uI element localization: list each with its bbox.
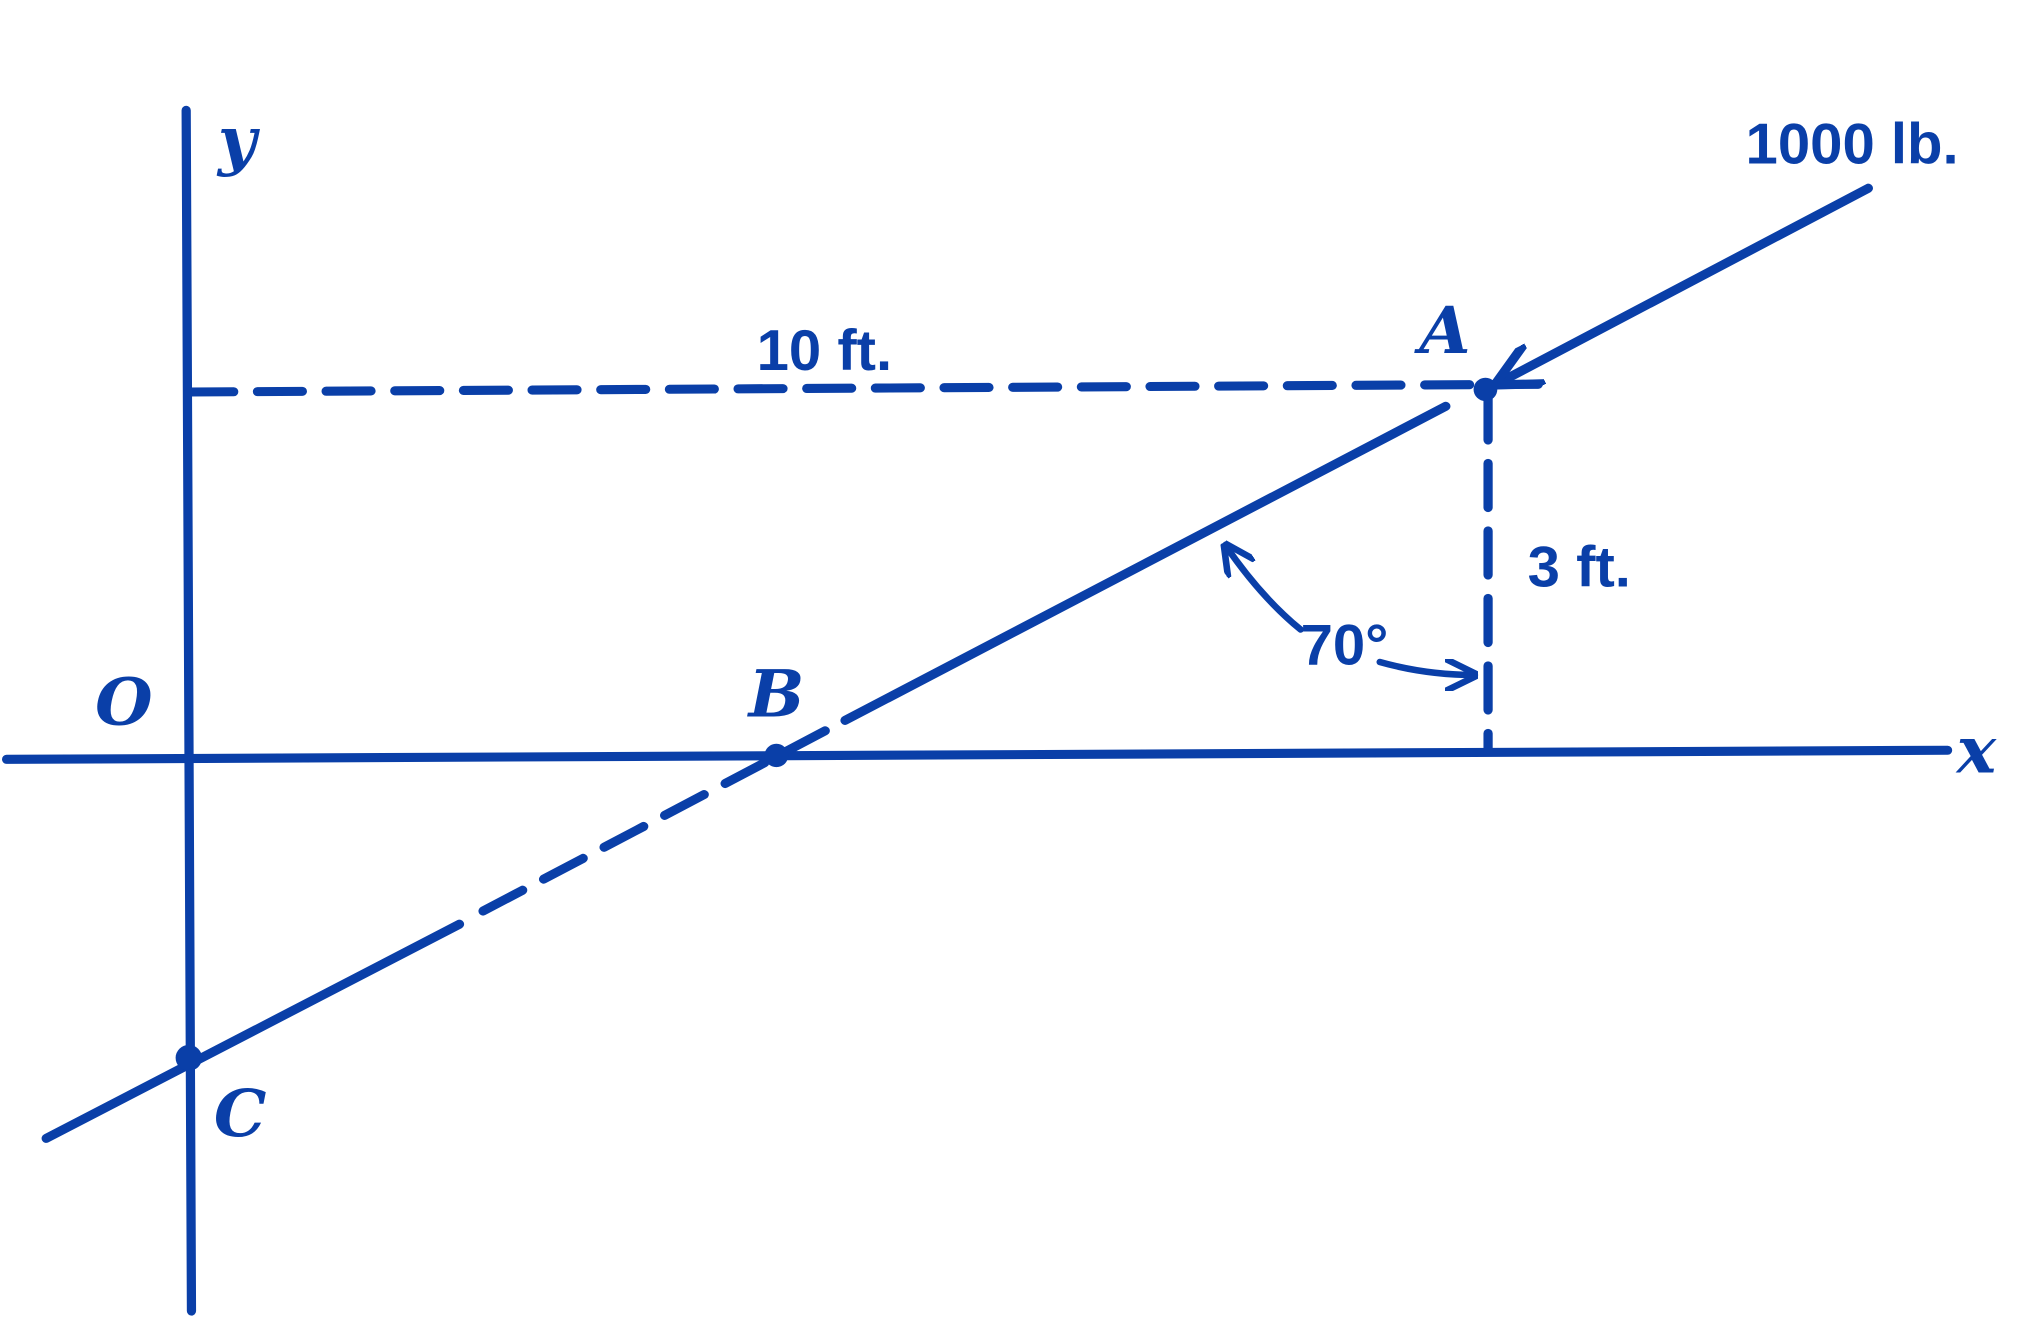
line-of-action-upper bbox=[840, 401, 1451, 725]
x-axis bbox=[1, 745, 1953, 764]
y-axis-label: y bbox=[216, 103, 260, 178]
point-b-dot bbox=[764, 743, 789, 768]
angle-label: 70° bbox=[1301, 614, 1389, 677]
y-axis bbox=[181, 105, 197, 1316]
point-a-label: A bbox=[1413, 294, 1470, 369]
x-axis-label: x bbox=[1955, 713, 1997, 788]
horizontal-dimension-label: 10 ft. bbox=[757, 319, 893, 382]
horizontal-dimension-line bbox=[184, 379, 1557, 397]
angle-arrow-upper bbox=[1225, 545, 1304, 633]
vertical-dimension-label: 3 ft. bbox=[1528, 536, 1631, 599]
angle-arrow-lower bbox=[1376, 662, 1475, 675]
force-label: 1000 lb. bbox=[1746, 113, 1959, 176]
point-c-label: C bbox=[214, 1076, 267, 1151]
origin-label: O bbox=[95, 665, 153, 740]
point-b-label: B bbox=[747, 657, 805, 732]
point-c-dot bbox=[175, 1044, 203, 1071]
point-a-dot bbox=[1473, 377, 1498, 402]
force-line bbox=[1499, 183, 1873, 383]
line-of-action-lower bbox=[41, 919, 465, 1143]
